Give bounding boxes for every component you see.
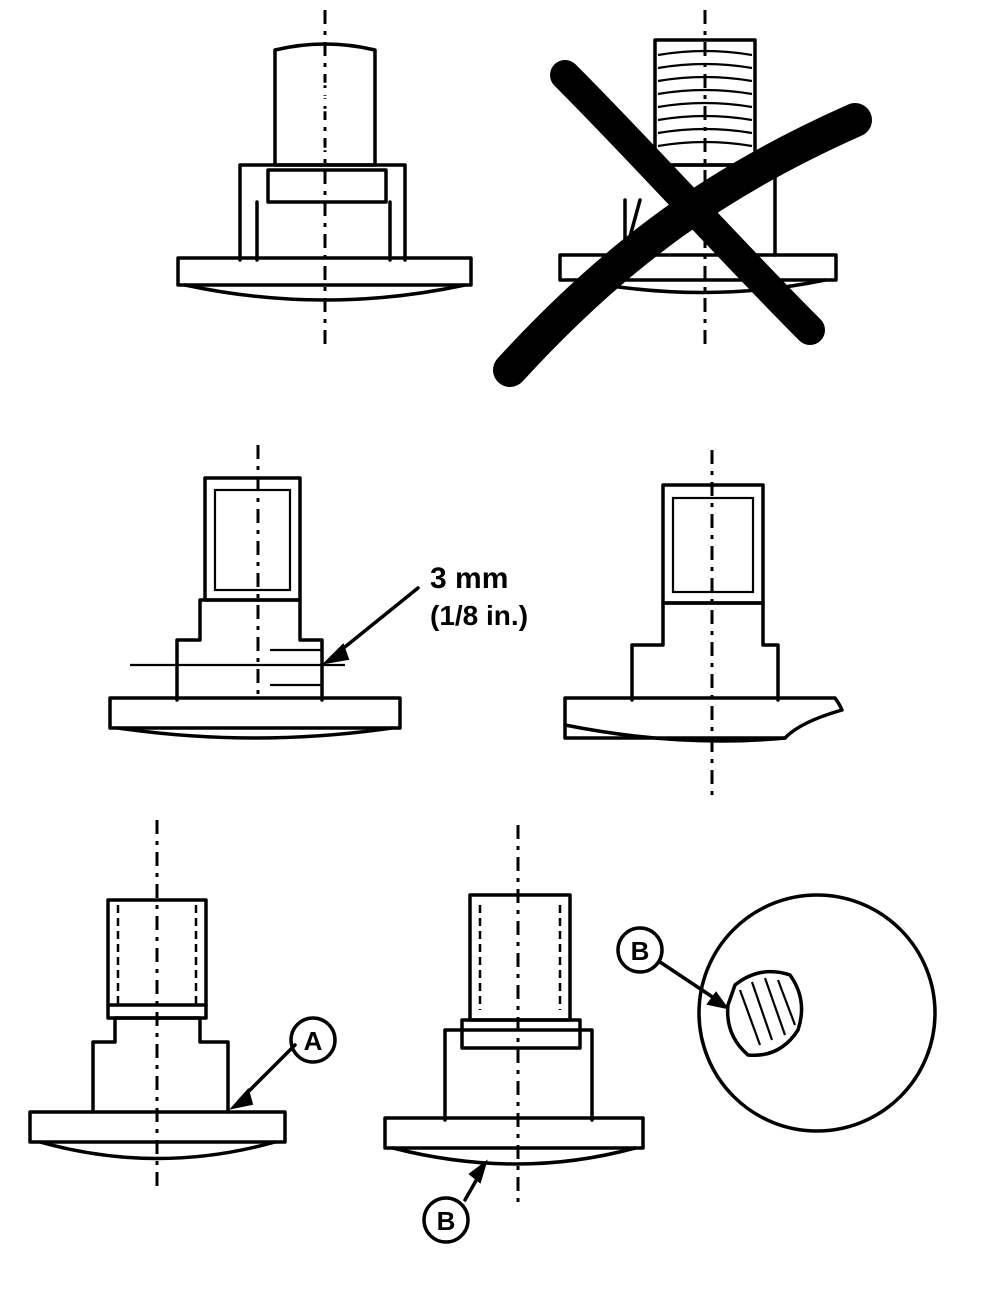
- arrow-head-icon: [229, 1087, 254, 1110]
- measurement-lines: [130, 648, 345, 687]
- panel-4-worn: [563, 450, 844, 795]
- arrow-head-icon: [322, 643, 350, 665]
- callout-a-label: A: [304, 1026, 323, 1056]
- pitted-area: [725, 969, 804, 1058]
- panel-2-incorrect: [493, 10, 872, 387]
- thread-lines: [279, 56, 371, 155]
- thread-lines: [657, 49, 753, 148]
- panel-3-dimension: 3 mm (1/8 in.): [108, 445, 528, 740]
- panel-5-callout-a: A: [28, 820, 337, 1190]
- arrow-head-icon: [706, 991, 730, 1010]
- dimension-imperial-label: (1/8 in.): [430, 600, 528, 631]
- callout-b-detail-label: B: [631, 936, 650, 966]
- cross-out-x-icon: [493, 60, 872, 387]
- dimension-metric-label: 3 mm: [430, 562, 508, 595]
- panel-6-callout-b: B: [383, 825, 645, 1244]
- arrow-head-icon: [468, 1159, 488, 1184]
- panel-1-correct: [176, 10, 473, 345]
- panel-7-detail: B: [616, 893, 937, 1133]
- callout-b-label: B: [437, 1206, 456, 1236]
